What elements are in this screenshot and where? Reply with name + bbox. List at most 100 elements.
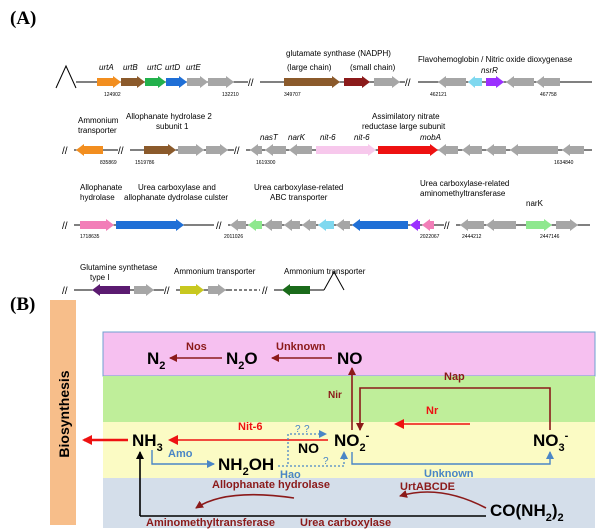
- gray-rev-arrow: [302, 219, 316, 231]
- species-no-top: NO: [337, 349, 363, 368]
- flavo-start-coord: 462121: [430, 92, 447, 98]
- break-mark: //: [405, 78, 411, 89]
- break-mark: //: [62, 286, 68, 297]
- species-n2: N2: [147, 349, 165, 372]
- amf-title-2: aminomethyltransferase: [420, 189, 506, 198]
- glutamine-synthetase-locus: // Glutamine synthetase type I 2455862: [62, 263, 164, 297]
- nasT-label: nasT: [260, 133, 279, 142]
- ammonium-transporter-locus-2: // Ammonium transporter 2932666: [164, 267, 256, 297]
- panel-a-label: (A): [10, 8, 37, 29]
- urtC-arrow: [145, 76, 166, 88]
- flavo-title: Flavohemoglobin / Nitric oxide dioxygena…: [418, 55, 573, 64]
- allo2-arrow: [144, 144, 176, 156]
- break-mark: //: [248, 78, 254, 89]
- enzyme-hao: Hao: [280, 469, 301, 481]
- abc-title-2: ABC transporter: [270, 193, 328, 202]
- lime-rev-arrow: [248, 219, 262, 231]
- nsrR-label: nsrR: [481, 66, 498, 75]
- gray-arrow: [134, 284, 154, 296]
- ucb-title-2: allophanate dydrolase culster: [124, 193, 228, 202]
- enzyme-urtabcde: UrtABCDE: [400, 481, 455, 493]
- gray-arrow: [208, 284, 226, 296]
- urtD-arrow: [166, 76, 187, 88]
- ucb-title-1: Urea carboxylase and: [138, 183, 216, 192]
- svg-text:NO2-: NO2-: [334, 430, 370, 454]
- gray-rev-arrow: [289, 144, 312, 156]
- urea-carboxylase-abc-cluster: // Urea carboxylase-related ABC transpor…: [216, 183, 444, 240]
- gray-rev-arrow: [265, 144, 286, 156]
- band-nitrate-reduction: [103, 376, 595, 422]
- enzyme-unknown-top: Unknown: [276, 341, 326, 353]
- amt-rev-arrow: [76, 144, 103, 156]
- band-nitrification: [103, 422, 595, 478]
- gray-rev-arrow: [264, 219, 282, 231]
- break-mark: //: [444, 221, 450, 232]
- band-urea: [103, 478, 595, 528]
- amt-coord: 835869: [100, 160, 117, 166]
- break-mark: //: [234, 146, 240, 157]
- amf-rev-arrow: [422, 219, 434, 231]
- nark-end-coord: 2447146: [540, 234, 560, 240]
- amt-title-2: transporter: [78, 126, 117, 135]
- arrow-urtabcde: [399, 490, 487, 509]
- allophanate-hydrolase-2-locus: // Allophanate hydrolase 2 subunit 1 151…: [118, 112, 234, 166]
- ucb-rev-arrow: [352, 219, 408, 231]
- gene-clusters: urtA urtB urtC urtD urtE 124902 132210 /…: [55, 49, 592, 297]
- species-nh3: NH3: [132, 431, 163, 454]
- arrow-unknown-bottom: [351, 451, 554, 465]
- enzyme-nap: Nap: [444, 371, 465, 383]
- abc-end-coord: 2022067: [420, 234, 440, 240]
- gray-rev-arrow: [460, 219, 484, 231]
- gray-rev-arrow: [230, 219, 246, 231]
- allo2-title-2: subunit 1: [156, 122, 189, 131]
- nark-arrow: [526, 219, 552, 231]
- gray-rev-arrow: [506, 76, 534, 88]
- enzyme-allophanate: Allophanate hydrolase: [212, 479, 330, 491]
- gln-rev-arrow: [92, 284, 130, 296]
- arrow-hao-no: [287, 430, 327, 464]
- gray-rev-arrow: [486, 219, 516, 231]
- urt-end-coord: 132210: [222, 92, 239, 98]
- nark-locus: // narK 2444212 2447146: [444, 199, 590, 240]
- urtD-label: urtD: [165, 63, 180, 72]
- allo-title-1: Allophanate: [80, 183, 123, 192]
- nit6-arrow: [316, 144, 376, 156]
- gray-arrow: [374, 76, 400, 88]
- cyan-rev-arrow: [318, 219, 334, 231]
- enzyme-amo: Amo: [168, 448, 193, 460]
- blue-rev-arrow: [468, 76, 482, 88]
- urtA-label: urtA: [99, 63, 114, 72]
- urtA-arrow: [97, 76, 121, 88]
- urt-start-coord: 124902: [104, 92, 121, 98]
- species-no2: NO2-: [334, 430, 370, 454]
- enzyme-aminomethyl: Aminomethyltransferase: [146, 517, 275, 529]
- mobA-label: mobA: [420, 133, 441, 142]
- gs-large-label: (large chain): [287, 63, 332, 72]
- enzyme-q3: ?: [323, 456, 329, 467]
- gs-large-arrow: [284, 76, 340, 88]
- aminomethyltransferase-label: Urea carboxylase-related aminomethyltran…: [420, 179, 509, 198]
- arrow-hao: [278, 451, 348, 467]
- gray-rev-arrow: [536, 76, 560, 88]
- urtE-arrow: [187, 76, 208, 88]
- urtB-label: urtB: [123, 63, 138, 72]
- urtE-label: urtE: [186, 63, 201, 72]
- gray-arrow: [208, 76, 234, 88]
- nar-large-arrow: [378, 144, 438, 156]
- flavo-end-coord: 467758: [540, 92, 557, 98]
- gray-rev-arrow: [486, 144, 506, 156]
- gray-rev-arrow: [336, 219, 350, 231]
- nar-title-1: Assimilatory nitrate: [372, 112, 440, 121]
- nark-start-coord: 2444212: [462, 234, 482, 240]
- break-mark: //: [262, 286, 268, 297]
- gray-arrow: [206, 144, 228, 156]
- enzyme-urea-carb: Urea carboxylase: [300, 517, 391, 529]
- enzyme-q2: ?: [304, 424, 310, 435]
- urt-cluster: urtA urtB urtC urtD urtE 124902 132210: [55, 63, 248, 98]
- nsrR-arrow: [486, 76, 504, 88]
- nar-start-coord: 1619300: [256, 160, 276, 166]
- gs-small-label: (small chain): [350, 63, 396, 72]
- break-mark: //: [118, 146, 124, 157]
- break-mark: //: [164, 286, 170, 297]
- gs-coord: 349707: [284, 92, 301, 98]
